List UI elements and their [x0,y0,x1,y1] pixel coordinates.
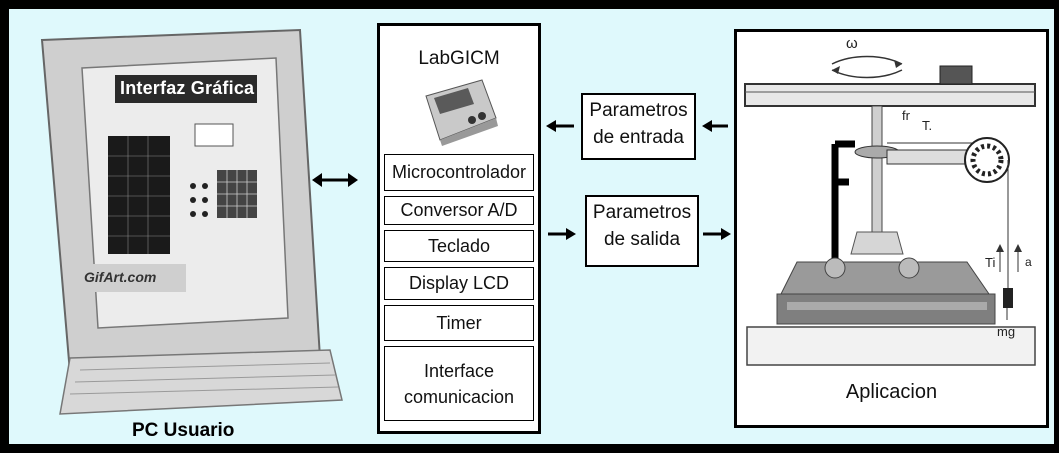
module-keypad: Teclado [384,230,534,262]
param-output-box: Parametros de salida [585,195,699,267]
shaft [871,105,883,237]
f-label: fr [902,108,910,123]
omega-label: ω [846,35,858,52]
a-label: a [1025,255,1032,269]
screen-readout [194,123,234,147]
keyboard [59,349,343,415]
param-output-line1: Parametros [592,202,692,223]
t-label: T. [922,118,933,133]
base-body [780,261,990,295]
pc-illustration [40,28,343,415]
monitor-screen [81,57,289,329]
module-microcontroller: Microcontrolador [384,154,534,191]
table-base [746,326,1036,366]
module-timer: Timer [384,305,534,341]
arrow-to-controller [546,120,574,132]
pc-label: PC Usuario [132,420,235,441]
screen-title-banner [115,75,257,103]
param-input-line2: de entrada [593,127,684,148]
module-lcd: Display LCD [384,267,534,300]
param-input-box: Parametros de entrada [581,93,696,160]
module-interface: Interface comunicacion [384,346,534,421]
arrow-controller-to-output [548,228,576,240]
application-label: Aplicacion [845,381,938,403]
screen-grid-panel [108,136,170,254]
controller-box: LabGICM Microcontrolador Conversor A/D T… [377,23,541,434]
brand-area [76,264,186,292]
device-icon [425,79,498,146]
mg-label: mg [997,324,1016,339]
screen-keypad-dots [190,183,208,217]
param-output-line2: de salida [603,229,681,250]
apparatus-illustration [744,55,1036,366]
arrow-output-to-application [703,228,731,240]
brand-text: GifArt.com [84,269,157,285]
hanging-mass [1003,288,1013,308]
double-arrow [312,173,358,187]
top-rail [744,83,1036,107]
screen-title: Interfaz Gráfica [120,78,255,98]
arrow-from-application [702,120,728,132]
left-bracket [831,140,855,272]
sliding-block [939,65,973,85]
param-input-line1: Parametros [589,100,688,121]
ti-label: Ti [985,255,996,270]
module-adc: Conversor A/D [384,196,534,225]
application-box: ω fr T. Ti a mg Aplicacion [734,29,1049,428]
controller-title: LabGICM [418,48,500,69]
